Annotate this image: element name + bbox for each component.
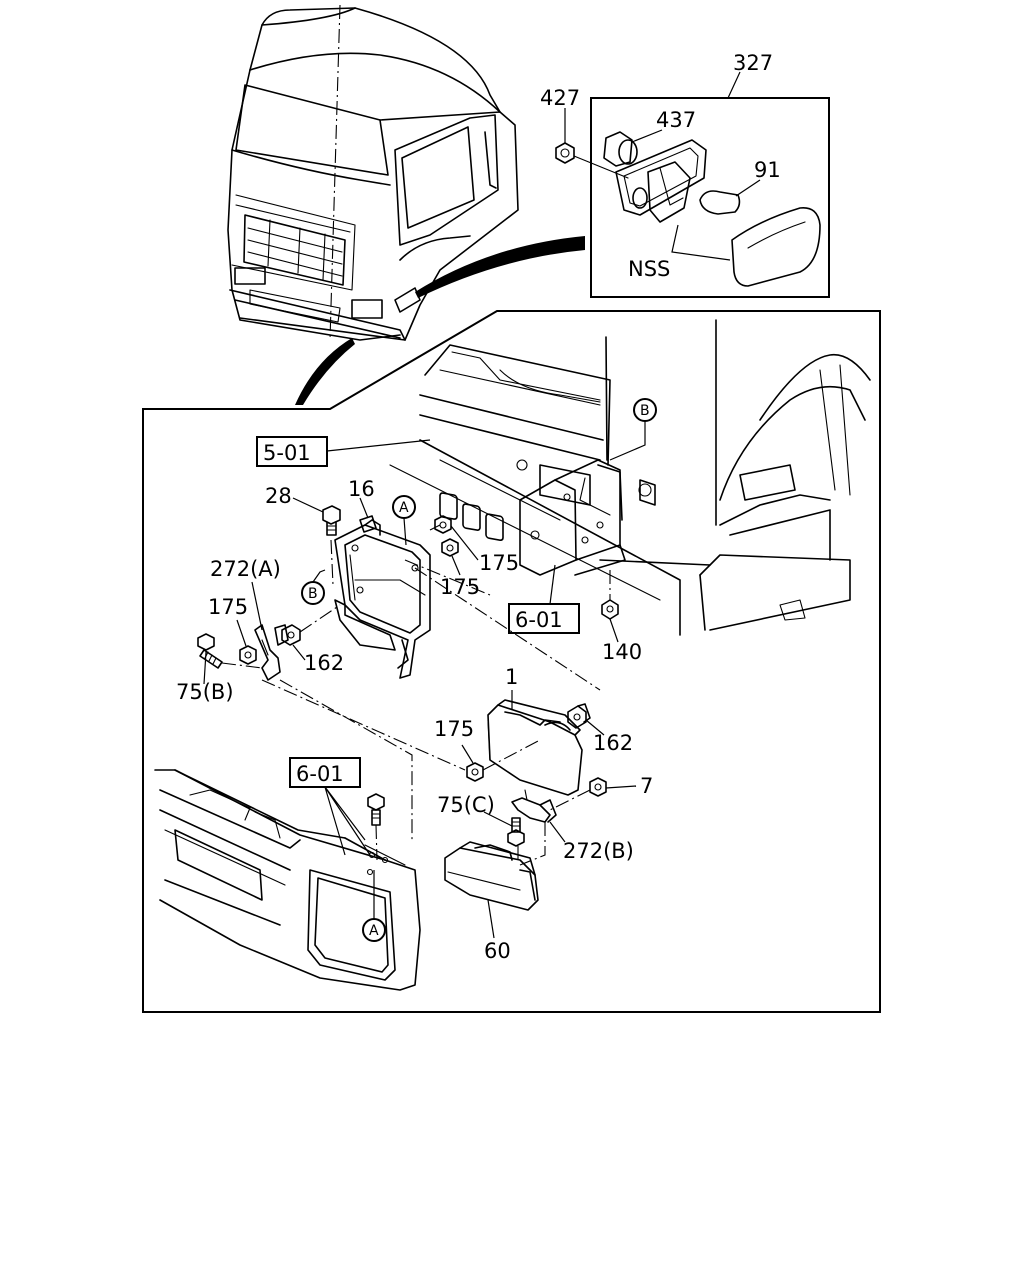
- circle-ref-a-lower: A: [369, 923, 379, 939]
- main-diagram-frame: [142, 310, 881, 1013]
- label-272a: 272(A): [210, 557, 281, 581]
- label-5-01: 5-01: [263, 441, 311, 465]
- label-162-left: 162: [304, 651, 344, 675]
- label-6-01-upper: 6-01: [515, 608, 563, 632]
- circle-ref-b-upper: B: [640, 403, 650, 419]
- label-327: 327: [733, 51, 773, 75]
- label-175-upper-right: 175: [479, 551, 519, 575]
- label-16: 16: [348, 477, 375, 501]
- label-60: 60: [484, 939, 511, 963]
- sweep-to-main: [295, 338, 355, 405]
- label-6-01-lower: 6-01: [296, 762, 344, 786]
- label-75c: 75(C): [437, 793, 495, 817]
- ref-box-5-01: [256, 436, 328, 467]
- lower-grille-drawing: [154, 769, 421, 991]
- inset-327-box: [555, 71, 830, 298]
- label-175-left: 175: [208, 595, 248, 619]
- label-140: 140: [602, 640, 642, 664]
- label-272b: 272(B): [563, 839, 634, 863]
- label-175-upper-mid: 175: [440, 575, 480, 599]
- label-91: 91: [754, 158, 781, 182]
- bracket-assembly-drawing: [197, 495, 601, 840]
- label-175-lower: 175: [434, 717, 474, 741]
- truck-cab-drawing: [227, 4, 519, 341]
- label-28: 28: [265, 484, 292, 508]
- circle-ref-a-upper: A: [399, 500, 409, 516]
- label-1: 1: [505, 665, 518, 689]
- sweep-to-inset: [415, 236, 585, 298]
- circle-ref-b-left: B: [308, 586, 318, 602]
- lamp-1-drawing: [461, 690, 637, 866]
- lamp-60-drawing: [444, 841, 539, 939]
- chassis-front-drawing: [389, 319, 871, 636]
- label-nss: NSS: [628, 257, 670, 281]
- label-427: 427: [540, 86, 580, 110]
- label-162-right: 162: [593, 731, 633, 755]
- label-437: 437: [656, 108, 696, 132]
- label-75b: 75(B): [176, 680, 234, 704]
- label-7: 7: [640, 774, 653, 798]
- ref-box-6-01-upper: [508, 603, 580, 634]
